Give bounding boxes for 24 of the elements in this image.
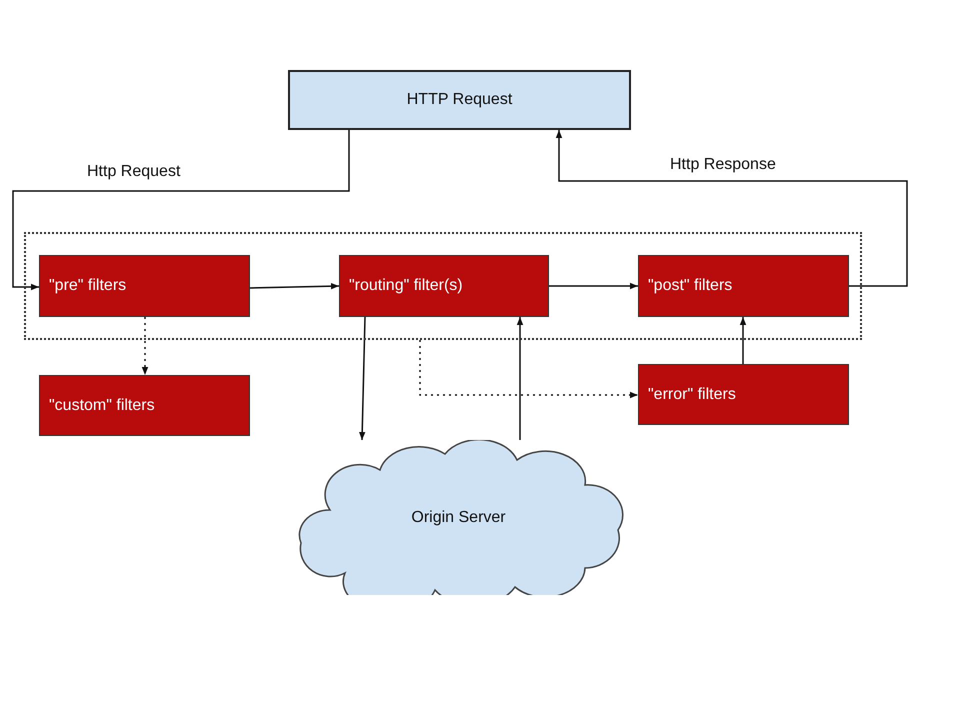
arrow bbox=[549, 282, 638, 290]
arrow bbox=[12, 130, 350, 290]
node-label: "custom" filters bbox=[49, 396, 155, 414]
dotted-group-box bbox=[24, 232, 862, 340]
node-label: "error" filters bbox=[648, 386, 736, 404]
arrow bbox=[556, 130, 908, 287]
filter-box bbox=[39, 375, 250, 436]
arrow bbox=[740, 317, 746, 364]
edge-label: Http Response bbox=[668, 156, 778, 174]
filter-box bbox=[638, 364, 849, 425]
node-label: "pre" filters bbox=[49, 277, 126, 295]
filter-box bbox=[638, 255, 849, 317]
node-label: "post" filters bbox=[648, 277, 732, 295]
node-label: Origin Server bbox=[411, 508, 506, 526]
arrow bbox=[250, 282, 340, 290]
edge-label: Http Request bbox=[85, 163, 182, 181]
filter-box bbox=[39, 255, 250, 317]
node-label: "routing" filter(s) bbox=[349, 277, 463, 295]
arrow bbox=[142, 317, 148, 375]
node-label: HTTP Request bbox=[406, 91, 512, 109]
request-box bbox=[288, 70, 631, 130]
arrow bbox=[359, 316, 366, 440]
arrow bbox=[419, 340, 638, 398]
filter-box bbox=[339, 255, 549, 317]
